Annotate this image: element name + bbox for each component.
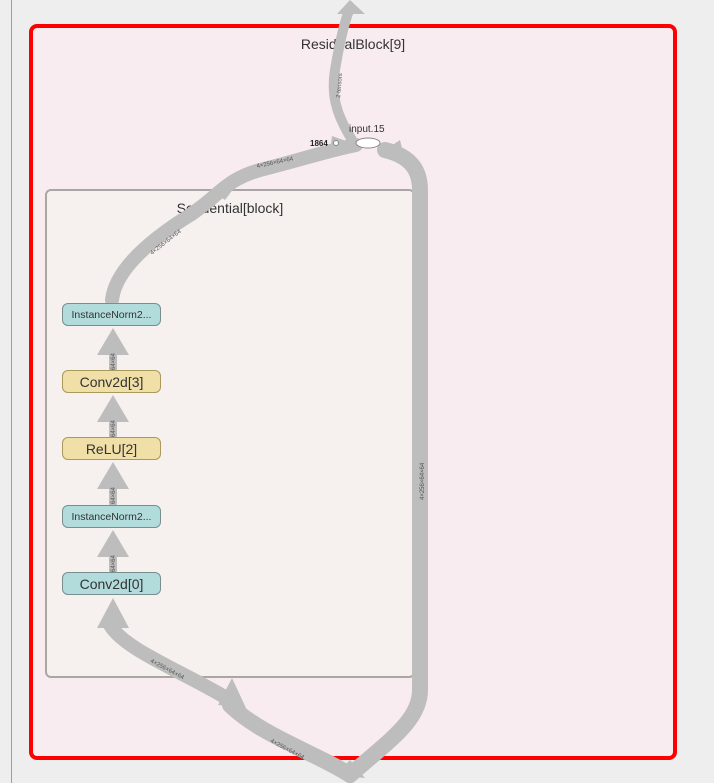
instancenorm-node-bottom[interactable]: InstanceNorm2... bbox=[62, 505, 161, 528]
input-15-label: input.15 bbox=[349, 124, 385, 135]
input-15-node bbox=[355, 137, 381, 149]
instancenorm-node-top[interactable]: InstanceNorm2... bbox=[62, 303, 161, 326]
arrowhead-input-left bbox=[330, 136, 352, 150]
arrowhead-diag-upper bbox=[210, 180, 240, 200]
edge-bottom-left bbox=[103, 618, 237, 707]
edge-label-short-4: 64×64 bbox=[111, 554, 117, 572]
edge-label-right-long: 4×256×64×64 bbox=[420, 462, 426, 500]
edge-output-top bbox=[328, 3, 357, 145]
edge-label-short-1: 64×64 bbox=[111, 352, 117, 370]
relu-2-node[interactable]: ReLU[2] bbox=[62, 437, 161, 460]
arrowhead-node-4 bbox=[97, 530, 129, 557]
edge-bottom-mid bbox=[222, 697, 358, 783]
arrowhead-conv0 bbox=[97, 598, 129, 628]
arrowhead-top bbox=[337, 0, 365, 14]
arrowhead-bottom-left bbox=[218, 678, 246, 708]
left-divider bbox=[11, 0, 12, 783]
input-15-port bbox=[333, 140, 339, 146]
edge-label-top: 2 tensors bbox=[336, 73, 344, 98]
arrowhead-node-3 bbox=[97, 462, 129, 489]
edge-label-short-3: 64×64 bbox=[111, 486, 117, 504]
edge-right-long bbox=[342, 142, 428, 783]
residual-block-title: ResidualBlock[9] bbox=[300, 36, 406, 52]
conv2d-3-node[interactable]: Conv2d[3] bbox=[62, 370, 161, 393]
arrowhead-input-right bbox=[385, 140, 405, 160]
arrowhead-node-1 bbox=[97, 328, 129, 355]
arrowhead-bottom bbox=[335, 760, 365, 778]
arrowhead-node-2 bbox=[97, 395, 129, 422]
input-15-count: 1864 bbox=[310, 139, 328, 148]
conv2d-0-node[interactable]: Conv2d[0] bbox=[62, 572, 161, 595]
edge-label-short-2: 64×64 bbox=[111, 419, 117, 437]
edge-seq-to-input bbox=[105, 138, 363, 307]
